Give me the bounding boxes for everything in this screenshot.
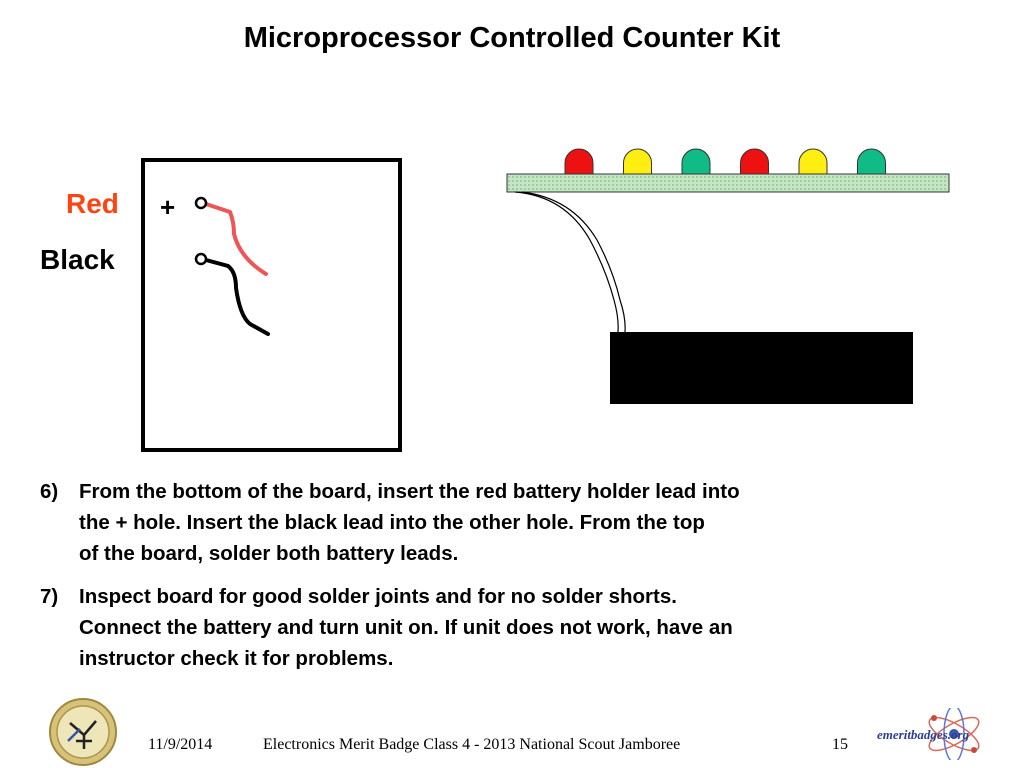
step-text: Inspect board for good solder joints and… (79, 585, 733, 670)
slide-title: Microprocessor Controlled Counter Kit (243, 22, 781, 54)
led-yellow-icon (623, 148, 652, 176)
page-number: 15 (832, 736, 848, 753)
battery-cable-1 (514, 191, 619, 333)
merit-badge-icon (49, 698, 117, 766)
black-wire (204, 258, 270, 336)
footer-date: 11/9/2014 (148, 736, 213, 753)
step-text: From the bottom of the board, insert the… (79, 480, 740, 565)
black-lead-label: Black (40, 244, 115, 275)
battery-cable-2 (521, 191, 626, 333)
red-wire (204, 202, 268, 276)
board-outline (141, 158, 402, 452)
step-7: 7) Inspect board for good solder joints … (40, 581, 920, 674)
footer-title: Electronics Merit Badge Class 4 - 2013 N… (263, 736, 681, 753)
plus-label: + (160, 192, 176, 222)
instructions: 6) From the bottom of the board, insert … (40, 476, 920, 686)
minus-hole (194, 252, 208, 266)
step-number: 6) (40, 480, 59, 503)
emeritbadges-logo-text: emeritbadges.org (877, 727, 970, 742)
led-green-icon (681, 148, 711, 176)
emeritbadges-atom-logo-icon (928, 708, 980, 760)
led-red-icon (564, 148, 594, 176)
led-green-icon (857, 148, 886, 176)
step-6: 6) From the bottom of the board, insert … (40, 476, 920, 569)
red-lead-label: Red (66, 188, 119, 219)
step-number: 7) (40, 585, 59, 608)
led-red-icon (740, 148, 769, 176)
plus-hole (194, 196, 208, 210)
led-board (506, 173, 950, 193)
led-yellow-icon (798, 148, 828, 176)
battery-pack (610, 332, 913, 404)
